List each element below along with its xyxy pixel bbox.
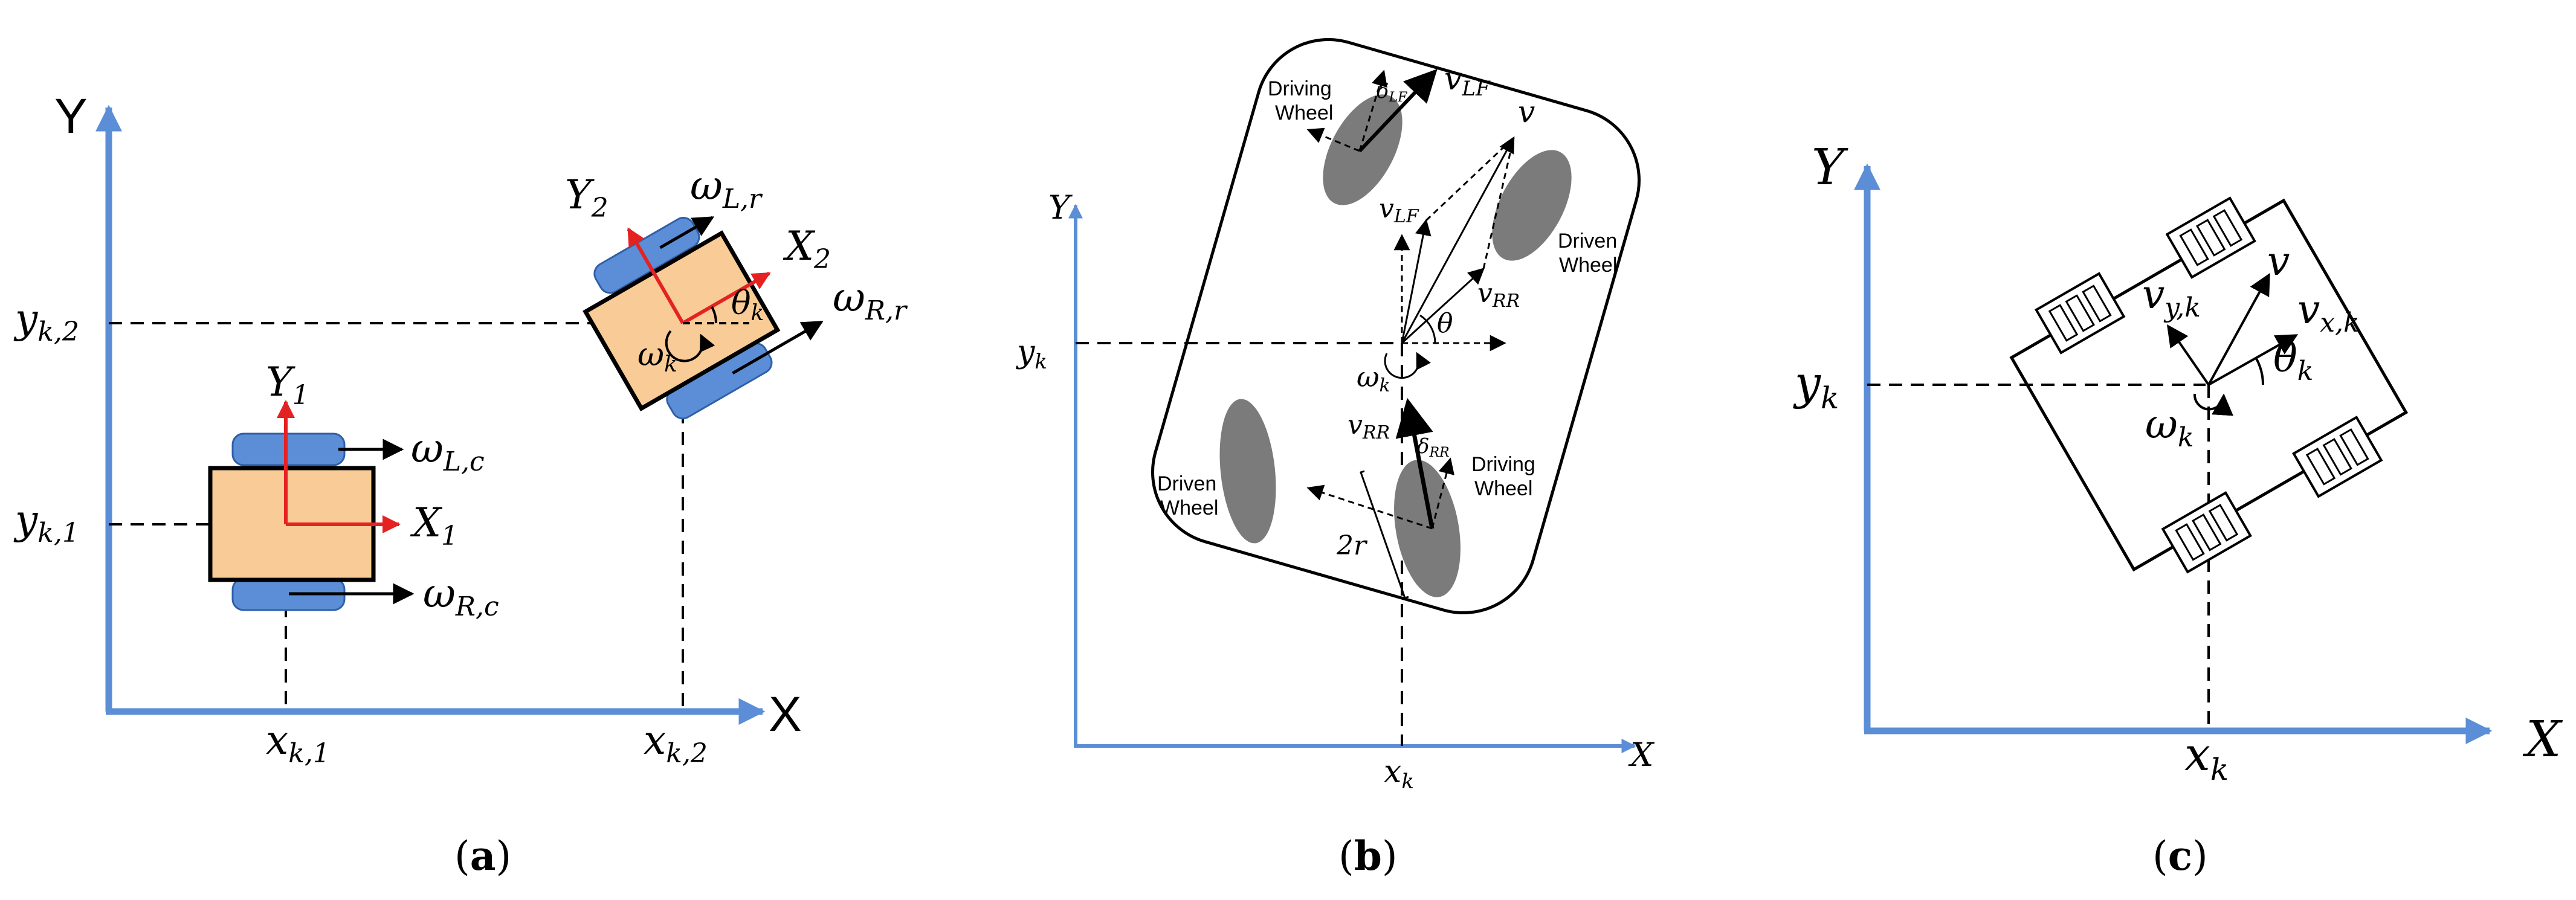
panel-c-v-yk-arrow <box>2166 324 2210 386</box>
panel-b-v-lf-top-arrow <box>1358 69 1438 153</box>
panel-b-chassis <box>1151 38 1641 614</box>
panel-a-frame2-x-label: X2 <box>783 223 831 275</box>
panel-b-driven-wheel-right-label: Driven Wheel <box>1558 230 1623 277</box>
panel-b-driving-wheel-low <box>1394 460 1461 597</box>
panel-c-v-arrow <box>2207 272 2270 385</box>
panel-c-v-yk-label: vy,k <box>2142 271 2201 323</box>
panel-c-theta-k-label: θk <box>2273 335 2313 387</box>
panel-b-theta-arc <box>1419 314 1436 344</box>
panel-b: Y X yk xk v vLF vLF <box>1016 38 1655 879</box>
panel-b-parallelogram-2 <box>1482 137 1515 269</box>
panel-c-x-k-label: xk <box>2184 727 2229 787</box>
panel-a-omega-rc-label: ωR,c <box>423 570 499 622</box>
panel-b-v-lf-mid-label: vLF <box>1379 193 1419 227</box>
robot-2-right-wheel-speed-arrow <box>732 320 824 375</box>
panel-b-v-rr-mid-label: vRR <box>1477 278 1520 312</box>
panel-b-omega-k-label: ωk <box>1357 361 1390 396</box>
panel-a-frame1-x-label: X1 <box>410 500 458 551</box>
panel-b-top-wheel-heading <box>1358 69 1387 152</box>
panel-b-driving-wheel-low-label: Driving Wheel <box>1471 453 1541 500</box>
panel-a-y-k2-label: yk,2 <box>13 295 79 347</box>
panel-a: Y X Y1 X1 ωL,c ωR,c <box>13 89 908 879</box>
panel-a-robot-2 <box>583 216 824 420</box>
panel-b-y-k-label: yk <box>1016 334 1047 374</box>
panel-c-axis-y-label: Y <box>1812 139 1848 196</box>
panel-a-frame2-y-label: Y2 <box>565 172 608 223</box>
panel-c-wheel-front-left <box>2035 272 2126 355</box>
panel-c-robot-body <box>2009 198 2409 572</box>
panel-a-frame1-y-label: Y1 <box>266 359 309 411</box>
panel-b-axis-y-label: Y <box>1048 188 1073 227</box>
panel-a-omega-lr-label: ωL,r <box>690 162 763 214</box>
panel-a-x-k2-label: xk,2 <box>644 717 708 769</box>
panel-c-wheel-rear-right <box>2292 416 2383 498</box>
panel-c-omega-k-arc <box>2193 393 2233 416</box>
panel-c-axis-x-label: X <box>2522 711 2563 768</box>
panel-b-driven-wheel-right <box>1492 150 1572 261</box>
panel-c: Y X <box>1793 139 2563 879</box>
panel-b-low-wheel-normal <box>1306 484 1433 530</box>
panel-c-y-k-label: yk <box>1793 356 1839 416</box>
panel-c-wheel-rear-left <box>2161 491 2252 574</box>
panel-c-robot <box>2009 196 2409 574</box>
panel-b-v-label: v <box>1518 94 1535 129</box>
panel-a-caption: (a) <box>454 832 511 879</box>
panel-b-top-wheel-normal <box>1306 127 1360 152</box>
panel-b-v-rr-low-arrow <box>1395 397 1435 529</box>
panel-c-wheel-front-right <box>2165 196 2256 279</box>
robot-1-top-wheel <box>231 432 346 466</box>
panel-a-theta-k-label: θk <box>731 284 764 326</box>
panel-b-v-arrow <box>1401 136 1515 344</box>
panel-a-y-k1-label: yk,1 <box>13 497 79 548</box>
panel-c-v-xk-label: vx,k <box>2297 286 2360 338</box>
panel-b-v-rr-mid-arrow <box>1401 268 1485 344</box>
panel-a-omega-k-label: ωk <box>638 335 677 377</box>
panel-b-theta-label: θ <box>1437 308 1453 339</box>
panel-b-caption: (b) <box>1338 832 1398 879</box>
panel-b-v-rr-low-label: vRR <box>1348 410 1390 443</box>
panel-b-low-wheel-heading <box>1431 457 1454 529</box>
panel-c-theta-arc <box>2255 357 2265 385</box>
robot-2-y-axis-arrow <box>627 227 685 324</box>
panel-b-2r-bracket <box>1360 470 1409 599</box>
panel-c-v-label: v <box>2267 238 2290 284</box>
panel-a-axis-y-label: Y <box>54 89 88 144</box>
panel-c-omega-k-label: ωk <box>2145 401 2194 453</box>
panel-b-delta-lf-label: δLF <box>1377 79 1407 105</box>
robot-2-left-wheel-speed-arrow <box>659 216 715 249</box>
panel-b-driving-wheel-top-label: Driving Wheel <box>1268 77 1337 124</box>
panel-b-driven-wheel-left <box>1219 399 1276 544</box>
panel-b-delta-rr-label: δRR <box>1417 434 1450 460</box>
panel-b-driven-wheel-left-label: Driven Wheel <box>1157 472 1222 519</box>
panel-a-theta-k-arc <box>711 306 718 324</box>
panel-a-x-k1-label: xk,1 <box>266 717 330 769</box>
panel-c-v-xk-arrow <box>2208 334 2299 386</box>
robot-2-x-axis-arrow <box>682 271 771 325</box>
panel-b-omega-k-arc <box>1384 352 1431 379</box>
panel-b-axis-x-label: X <box>1628 736 1655 774</box>
panel-a-robot-1 <box>208 400 415 611</box>
panel-a-axis-x-label: X <box>769 687 802 742</box>
panel-a-omega-k-arc <box>665 330 715 362</box>
panel-c-caption: (c) <box>2152 832 2208 879</box>
panel-b-v-lf-mid-arrow <box>1401 219 1432 344</box>
panel-a-omega-lc-label: ωL,c <box>411 425 485 477</box>
panel-b-v-lf-top-label: vLF <box>1444 61 1491 101</box>
panel-b-2r-label: 2r <box>1336 530 1368 561</box>
panel-b-x-k-label: xk <box>1384 754 1414 794</box>
panel-a-omega-rr-label: ωR,r <box>833 274 908 326</box>
